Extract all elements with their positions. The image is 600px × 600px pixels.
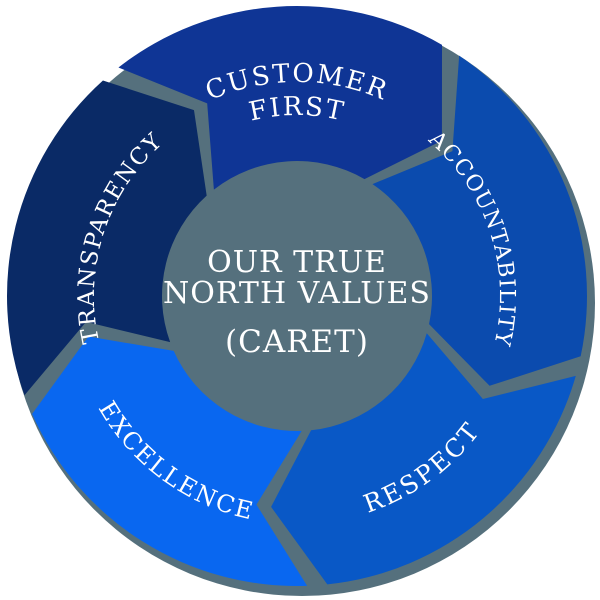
segment-label-first: FIRST [246, 92, 347, 128]
segment-customer-first [118, 6, 443, 190]
center-title-line3: (CARET) [225, 324, 369, 360]
segment-excellence [32, 336, 308, 586]
segment-respect [271, 333, 576, 585]
segment-transparency [6, 80, 207, 396]
center-title-line1: OUR TRUE [207, 245, 387, 280]
center-title-line2: NORTH VALUES [163, 276, 431, 311]
segment-accountability [372, 55, 587, 386]
